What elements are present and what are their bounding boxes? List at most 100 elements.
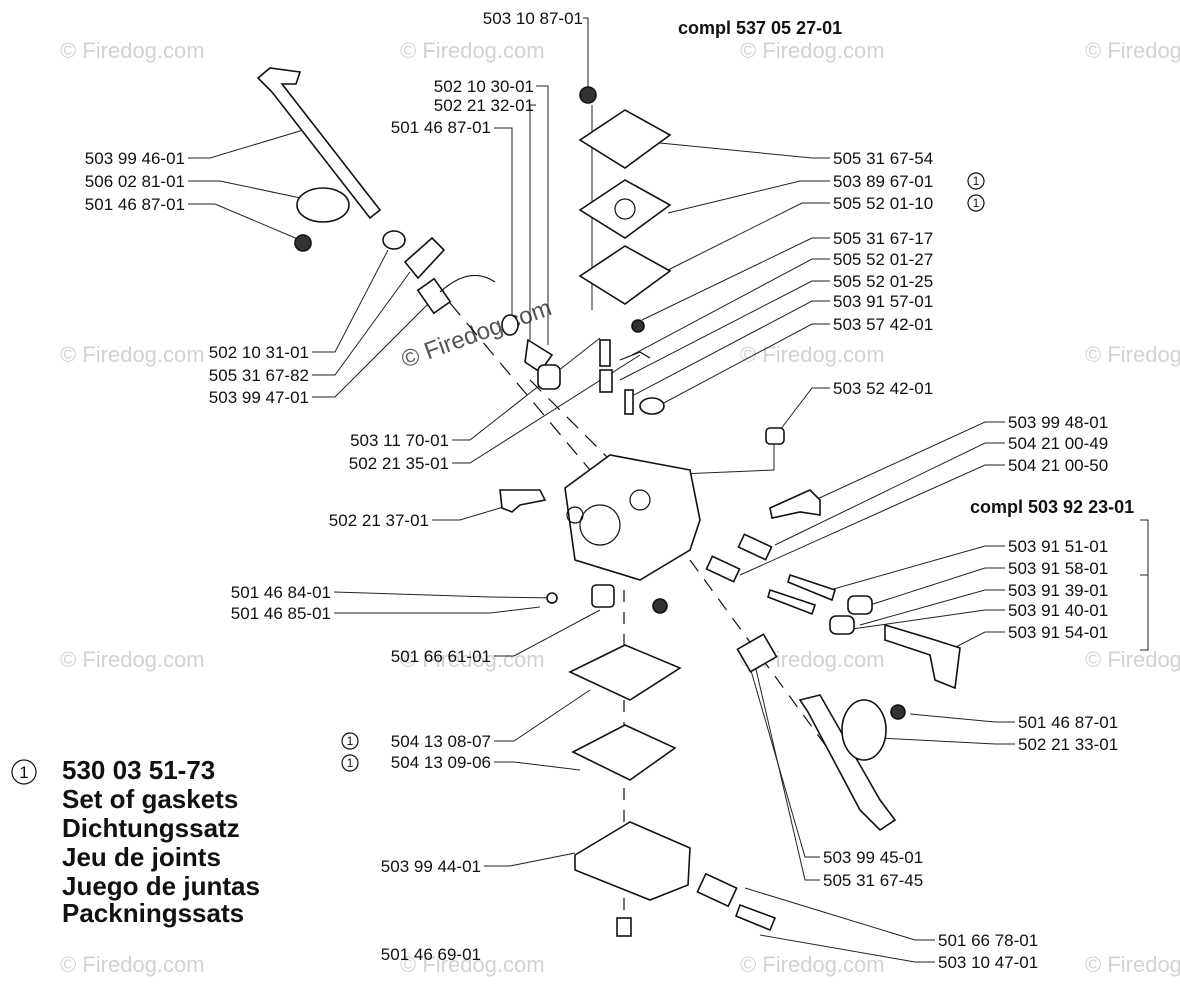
part-label: 503 91 54-01 <box>1008 623 1108 642</box>
limiter-cap-2-drawing <box>829 615 855 635</box>
watermark: © Firedog.com <box>60 342 205 367</box>
gasket-set-marker: 1 <box>973 174 980 188</box>
watermark: © Firedog.com <box>60 952 205 977</box>
idle-screw-drawing <box>734 903 777 932</box>
filter-screen-drawing <box>591 584 615 608</box>
adj-spring-1-drawing <box>737 533 773 561</box>
part-label: 503 91 51-01 <box>1008 537 1108 556</box>
watermark: © Firedog.com <box>740 342 885 367</box>
choke-spring-drawing <box>736 633 778 673</box>
watermark: © Firedog.com <box>1085 952 1180 977</box>
needle-h-drawing <box>787 573 836 602</box>
lever-drawing <box>403 236 446 280</box>
legend-line: Set of gaskets <box>62 784 238 814</box>
side-screw-drawing <box>652 598 668 614</box>
part-label: 502 10 31-01 <box>209 343 309 362</box>
part-label: 501 46 84-01 <box>231 583 331 602</box>
legend-line: Dichtungssatz <box>62 813 240 843</box>
pump-diaphragm-drawing <box>578 179 672 239</box>
assembly-label-right: compl 503 92 23-01 <box>970 497 1134 517</box>
top-screw-drawing <box>579 86 597 104</box>
spring-drawing <box>416 277 452 315</box>
part-label: 504 21 00-49 <box>1008 434 1108 453</box>
washer-drawing <box>639 397 665 415</box>
part-drawings <box>256 67 961 937</box>
carburetor-body-drawing <box>564 454 701 581</box>
part-label: 501 46 85-01 <box>231 604 331 623</box>
bushing-drawing <box>382 230 406 250</box>
screw-drawing <box>294 234 312 252</box>
part-label: 503 99 45-01 <box>823 848 923 867</box>
legend-marker-icon <box>11 759 37 785</box>
part-label: 505 52 01-27 <box>833 250 933 269</box>
part-label: 503 99 47-01 <box>209 388 309 407</box>
throttle-shaft-drawing <box>256 67 382 220</box>
metering-diaphragm-drawing <box>568 644 682 701</box>
part-label: 503 99 44-01 <box>381 857 481 876</box>
part-label: 503 91 39-01 <box>1008 581 1108 600</box>
part-label: 502 21 37-01 <box>329 511 429 530</box>
part-labels: 503 10 87-01 502 10 30-01 502 21 32-01 5… <box>85 9 1118 972</box>
part-label: 503 11 70-01 <box>350 431 449 450</box>
watermark: © Firedog.com <box>1085 647 1180 672</box>
part-label: 501 66 61-01 <box>391 647 491 666</box>
choke-plate-drawing <box>841 699 887 761</box>
choke-screw-drawing <box>890 704 906 720</box>
watermark: © Firedog.com <box>740 38 885 63</box>
assembly-label-top: compl 537 05 27-01 <box>678 18 842 38</box>
choke-shaft-drawing <box>798 694 897 832</box>
part-label: 505 31 67-45 <box>823 871 923 890</box>
part-label: 501 46 87-01 <box>1018 713 1118 732</box>
idle-spring-drawing <box>696 872 738 908</box>
gasket-set-marker: 1 <box>347 734 354 748</box>
legend-line: Juego de juntas <box>62 871 260 901</box>
needle-drawing <box>599 339 611 367</box>
part-label: 504 13 08-07 <box>391 732 491 751</box>
part-label: 504 13 09-06 <box>391 753 491 772</box>
bottom-screw-drawing <box>616 917 632 937</box>
part-label: 503 99 46-01 <box>85 149 185 168</box>
fuel-nipple-drawing <box>499 489 547 513</box>
watermark: © Firedog.com <box>1085 342 1180 367</box>
part-label: 503 91 57-01 <box>833 292 933 311</box>
part-label: 505 52 01-10 <box>833 194 933 213</box>
part-label: 505 31 67-17 <box>833 229 933 248</box>
part-label: 505 31 67-82 <box>209 366 309 385</box>
gasket-set-marker-icon <box>967 194 985 212</box>
legend-part-number: 530 03 51-73 <box>62 755 215 785</box>
legend-marker: 1 <box>19 763 28 782</box>
metering-cover-drawing <box>574 821 691 901</box>
pump-gasket-drawing <box>578 245 672 305</box>
ball-drawing <box>546 592 558 604</box>
part-label: 503 99 48-01 <box>1008 413 1108 432</box>
sleeve-drawing <box>537 364 561 390</box>
legend-line: Packningssats <box>62 898 244 928</box>
part-label: 501 46 69-01 <box>381 945 481 964</box>
part-label: 503 52 42-01 <box>833 379 933 398</box>
limiter-tool-drawing <box>884 623 961 690</box>
watermark: © Firedog.com <box>60 647 205 672</box>
part-label: 505 52 01-25 <box>833 272 933 291</box>
watermark: © Firedog.com <box>400 38 545 63</box>
gasket-set-marker: 1 <box>973 196 980 210</box>
part-label: 504 21 00-50 <box>1008 456 1108 475</box>
watermark: © Firedog.com <box>1085 38 1180 63</box>
part-label: 501 46 87-01 <box>391 118 491 137</box>
watermark: © Firedog.com <box>60 38 205 63</box>
adj-spring-2-drawing <box>705 555 741 583</box>
fuel-pipe-drawing <box>769 489 821 519</box>
wire-spring-drawing <box>439 274 496 293</box>
gasket-set-marker: 1 <box>347 756 354 770</box>
lever-arm-drawing <box>619 351 651 361</box>
part-label: 503 57 42-01 <box>833 315 933 334</box>
pump-cover-drawing <box>578 109 672 169</box>
limiter-cap-1-drawing <box>847 595 873 615</box>
pin-drawing <box>599 369 613 393</box>
part-label: 502 21 32-01 <box>434 96 534 115</box>
part-label: 503 89 67-01 <box>833 172 933 191</box>
watermark: © Firedog.com <box>400 647 545 672</box>
part-label: 501 46 87-01 <box>85 195 185 214</box>
part-label: 503 91 58-01 <box>1008 559 1108 578</box>
part-label: 502 10 30-01 <box>434 77 534 96</box>
bushing-small-drawing <box>501 314 519 336</box>
